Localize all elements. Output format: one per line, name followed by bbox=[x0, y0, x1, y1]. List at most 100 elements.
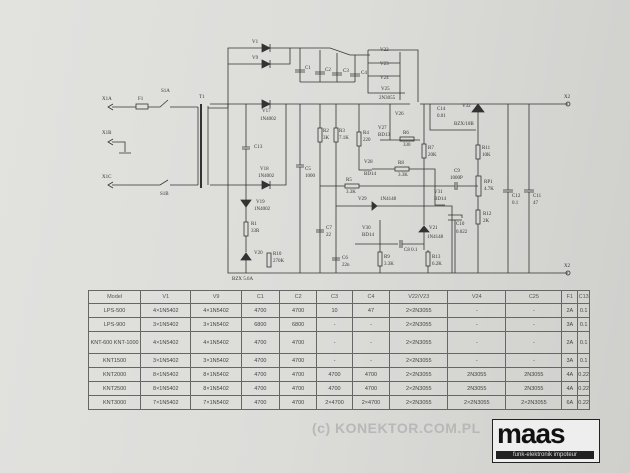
wire-ground-rail bbox=[227, 104, 568, 274]
table-cell: 4700 bbox=[278, 303, 318, 318]
resistor-r10 bbox=[266, 252, 272, 268]
wire-input-c bbox=[112, 179, 198, 186]
label-c6: C6 bbox=[342, 256, 348, 261]
table-cell: 0.1 bbox=[577, 353, 590, 368]
table-cell: 4700 bbox=[240, 367, 280, 382]
label-r5: R5 bbox=[346, 178, 352, 183]
table-cell: - bbox=[505, 353, 563, 368]
label-x1a: X1A bbox=[102, 97, 112, 102]
cap-c9 bbox=[440, 182, 478, 190]
table-cell: 4×1N5402 bbox=[190, 303, 242, 318]
label-c13: C13 bbox=[254, 145, 263, 150]
label-c14: C14 bbox=[437, 107, 446, 112]
caps-c7-c6 bbox=[316, 229, 340, 261]
table-cell: 4700 bbox=[278, 381, 318, 396]
label-v18: V18 bbox=[260, 167, 269, 172]
table-cell: 2N3055 bbox=[505, 367, 563, 382]
resistor-r6 bbox=[399, 136, 415, 142]
label-v31: V31 bbox=[434, 190, 443, 195]
column-header: C25 bbox=[505, 290, 563, 304]
label-c9: C9 bbox=[454, 169, 460, 174]
label-v32-type: BZX/10B bbox=[454, 122, 474, 127]
resistor-r13 bbox=[425, 251, 431, 267]
column-header: V9 bbox=[190, 290, 242, 304]
label-v32: V32 bbox=[462, 104, 471, 109]
label-c10-value: 0.022 bbox=[456, 230, 468, 235]
label-c1: C1 bbox=[305, 66, 311, 71]
table-cell: - bbox=[447, 317, 507, 332]
label-r5-value: 3.3K bbox=[346, 190, 356, 195]
table-cell: 2N3055 bbox=[505, 381, 563, 396]
label-r8: R8 bbox=[398, 161, 404, 166]
table-cell: - bbox=[505, 303, 563, 318]
table-cell: 2×4700 bbox=[316, 395, 353, 410]
table-cell: 4700 bbox=[351, 381, 391, 396]
label-r2: R2 bbox=[323, 129, 329, 134]
table-cell: 4700 bbox=[278, 395, 318, 410]
label-x1c: X1C bbox=[102, 175, 112, 180]
label-v29: V29 bbox=[358, 197, 367, 202]
diodes-v1-v9 bbox=[261, 43, 271, 69]
resistor-r8 bbox=[394, 166, 410, 172]
resistor-r7 bbox=[421, 143, 427, 159]
label-v19: V19 bbox=[256, 200, 265, 205]
table-cell: 8×1N5402 bbox=[190, 381, 242, 396]
diode-v17 bbox=[261, 99, 271, 109]
cap-c10 bbox=[448, 214, 463, 273]
label-c6-value: 22n bbox=[342, 263, 350, 268]
table-cell: 10 bbox=[316, 303, 353, 318]
resistor-r11 bbox=[475, 144, 481, 160]
label-r2-value: 3K bbox=[323, 136, 330, 141]
label-r6: R6 bbox=[403, 131, 409, 136]
table-cell: 0.1 bbox=[577, 331, 590, 354]
label-v20: V20 bbox=[254, 251, 263, 256]
label-v30: V30 bbox=[362, 226, 371, 231]
table-cell: 4700 bbox=[240, 395, 280, 410]
label-c8: C8 0.1 bbox=[404, 248, 418, 253]
table-cell: 4700 bbox=[240, 381, 280, 396]
wire-left-network bbox=[296, 104, 337, 273]
wire-c14 bbox=[429, 104, 476, 131]
label-s1a: S1A bbox=[161, 89, 170, 94]
label-v28: V28 bbox=[364, 160, 373, 165]
table-cell: 2×2N3055 bbox=[389, 367, 449, 382]
label-v17-type: 1N4002 bbox=[260, 117, 277, 122]
diode-v18 bbox=[261, 180, 271, 190]
table-cell: 4700 bbox=[240, 353, 280, 368]
label-v27-type: BD13 bbox=[378, 133, 390, 138]
table-cell: 2×4700 bbox=[351, 395, 391, 410]
column-header: F1 bbox=[561, 290, 579, 304]
table-cell: - bbox=[316, 317, 353, 332]
table-cell: 2×2N3055 bbox=[505, 395, 563, 410]
caps-c1-c4 bbox=[295, 69, 360, 77]
label-r12: R12 bbox=[483, 212, 492, 217]
label-r1: R1 bbox=[251, 222, 257, 227]
diode-v19 bbox=[240, 199, 252, 208]
resistor-r2 bbox=[317, 127, 323, 143]
table-cell: 6800 bbox=[240, 317, 280, 332]
diode-v29 bbox=[371, 201, 378, 211]
table-cell: 2N3055 bbox=[447, 381, 507, 396]
label-c14-value: 0.01 bbox=[437, 114, 446, 119]
label-r8-value: 3.3K bbox=[398, 173, 408, 178]
table-cell: - bbox=[351, 331, 391, 354]
table-cell: 2×2N3055 bbox=[389, 331, 449, 354]
model-cell: KNT3000 bbox=[87, 395, 142, 410]
model-cell: KNT2500 bbox=[87, 381, 142, 396]
label-r3: R3 bbox=[339, 129, 345, 134]
table-cell: 2×2N3055 bbox=[389, 381, 449, 396]
wire-lower bbox=[355, 220, 429, 273]
output-terminal-minus bbox=[565, 270, 571, 276]
table-cell: 4700 bbox=[240, 303, 280, 318]
label-v17: V17 bbox=[262, 109, 271, 114]
label-v23: V23 bbox=[380, 62, 389, 67]
table-cell: 2×2N3055 bbox=[389, 353, 449, 368]
label-rp1-value: 4.7K bbox=[484, 187, 494, 192]
label-r9: R9 bbox=[384, 255, 390, 260]
label-v21: V21 bbox=[429, 226, 438, 231]
label-r6-value: 330 bbox=[403, 143, 411, 148]
table-cell: 2×2N3055 bbox=[389, 303, 449, 318]
